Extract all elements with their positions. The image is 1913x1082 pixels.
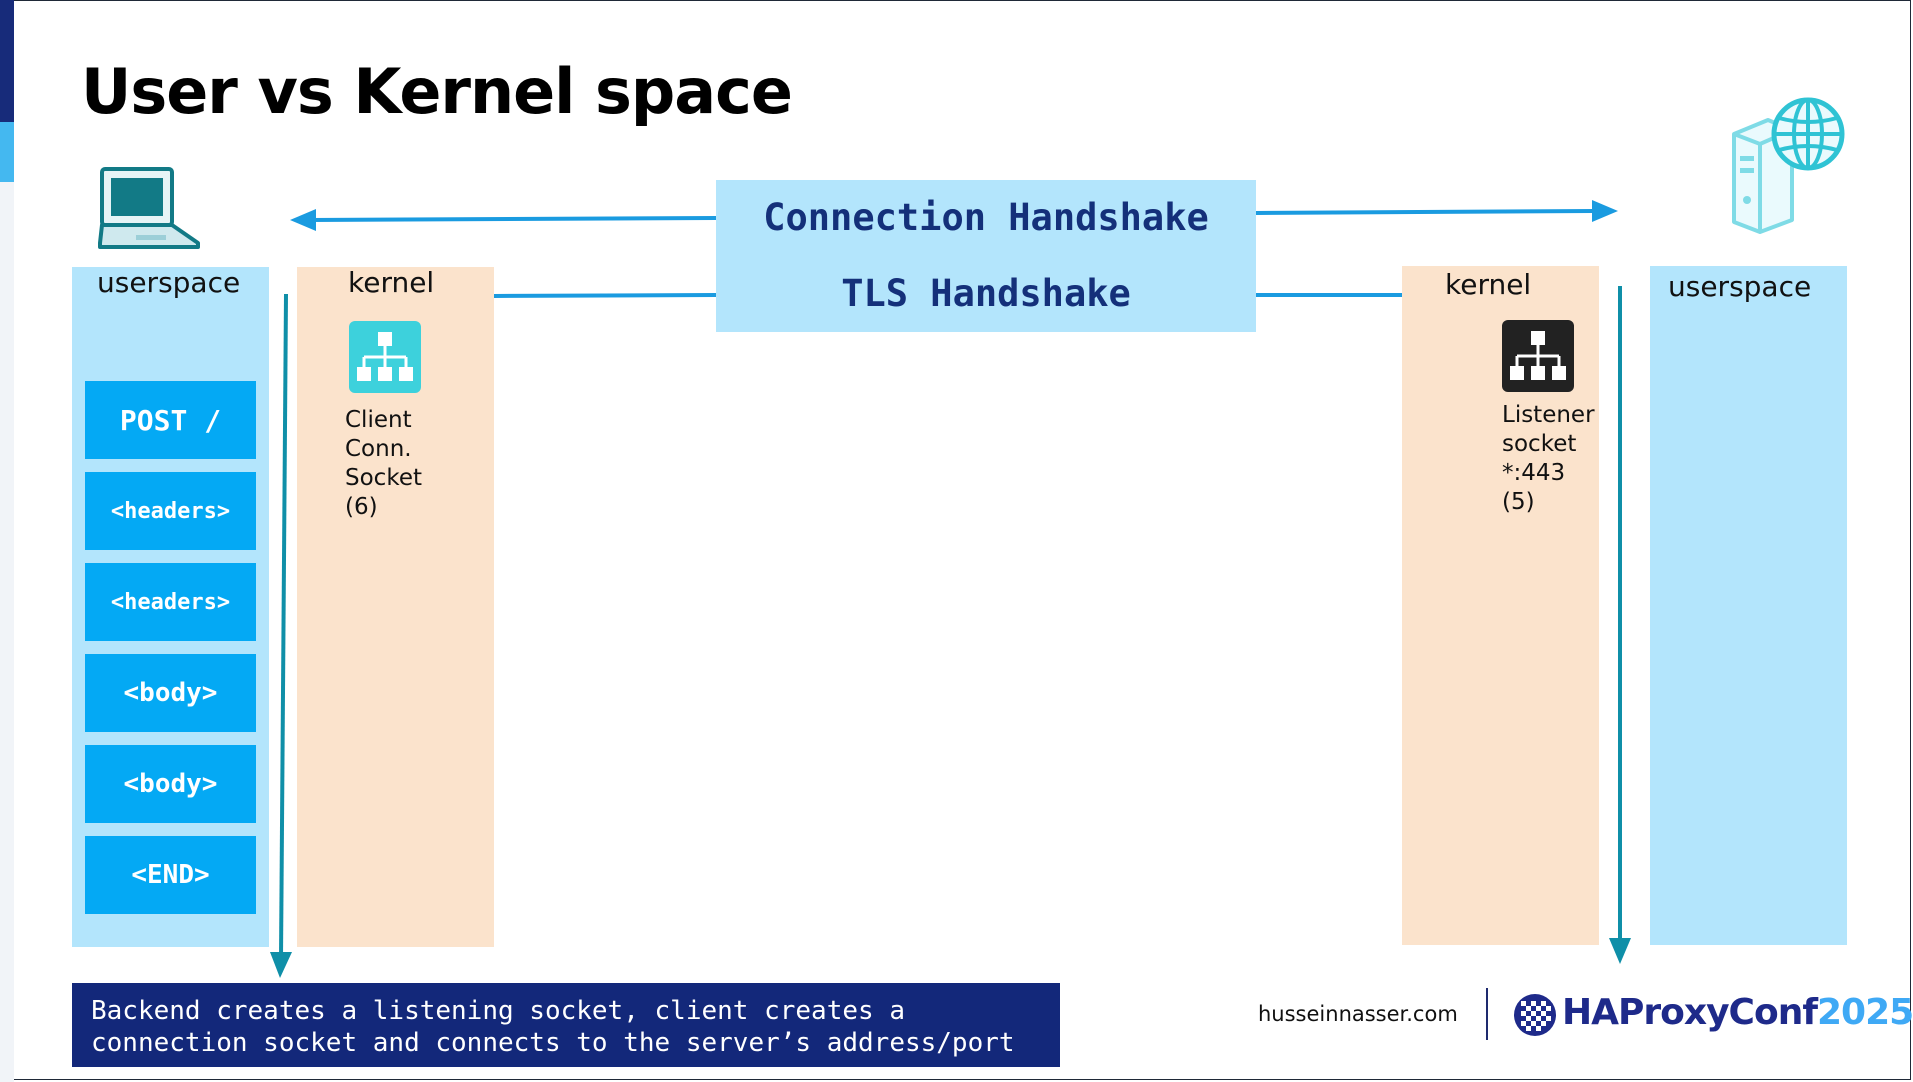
- socket-label-line: (6): [345, 494, 378, 520]
- accent-bar-light: [0, 122, 14, 182]
- network-tree-icon: [1502, 320, 1574, 392]
- server-userspace-column: [1650, 266, 1847, 945]
- caption-line: connection socket and connects to the se…: [91, 1028, 1015, 1058]
- server-socket-label: Listener socket *:443 (5): [1502, 401, 1595, 517]
- haproxy-logo-icon: [1514, 994, 1556, 1036]
- accent-bar-dark: [0, 0, 14, 122]
- caption-line: Backend creates a listening socket, clie…: [91, 996, 905, 1026]
- connection-handshake-box: Connection Handshake: [716, 180, 1256, 254]
- client-userspace-label: userspace: [97, 266, 241, 299]
- client-kernel-label: kernel: [348, 266, 435, 299]
- server-globe-icon: [1732, 97, 1845, 234]
- site-url: husseinnasser.com: [1258, 1002, 1458, 1026]
- packet-headers: <headers>: [85, 472, 256, 550]
- brand-name: HAProxyConf: [1562, 992, 1818, 1033]
- server-userspace-label: userspace: [1668, 270, 1812, 303]
- network-tree-icon: [349, 321, 421, 393]
- socket-label-line: Conn.: [345, 436, 412, 462]
- socket-label-line: Client: [345, 407, 412, 433]
- socket-label-line: Listener: [1502, 402, 1595, 428]
- tls-handshake-box: TLS Handshake: [716, 254, 1256, 332]
- socket-label-line: *:443: [1502, 460, 1566, 486]
- packet-headers: <headers>: [85, 563, 256, 641]
- packet-body: <body>: [85, 745, 256, 823]
- packet-end: <END>: [85, 836, 256, 914]
- accent-bar-pale: [0, 182, 14, 1082]
- server-timeline-arrow: [1609, 286, 1631, 964]
- client-socket-label: Client Conn. Socket (6): [345, 406, 422, 522]
- socket-label-line: (5): [1502, 489, 1535, 515]
- caption-box: Backend creates a listening socket, clie…: [72, 983, 1060, 1067]
- client-timeline-arrow: [270, 293, 292, 978]
- socket-label-line: Socket: [345, 465, 422, 491]
- brand-year: 2025: [1817, 992, 1913, 1033]
- brand-logo-text: HAProxyConf2025: [1562, 992, 1913, 1033]
- server-kernel-label: kernel: [1445, 268, 1532, 301]
- packet-body: <body>: [85, 654, 256, 732]
- slide-title: User vs Kernel space: [81, 55, 793, 128]
- packet-post: POST /: [85, 381, 256, 459]
- laptop-icon: [98, 167, 200, 249]
- socket-label-line: socket: [1502, 431, 1577, 457]
- footer-divider: [1486, 988, 1488, 1040]
